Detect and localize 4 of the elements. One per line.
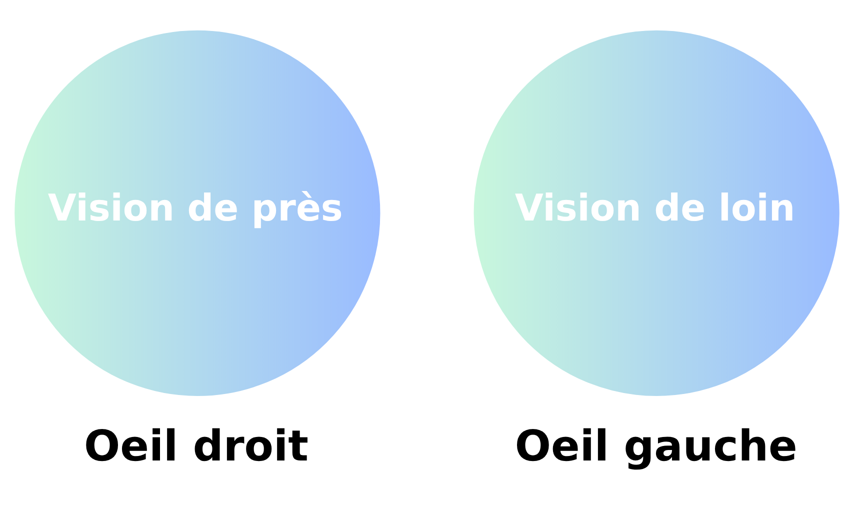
node-circle: Vision de près <box>13 28 382 397</box>
node-label: Oeil droit <box>84 422 308 471</box>
node-label: Oeil gauche <box>514 422 798 471</box>
node-circle: Vision de loin <box>472 28 841 397</box>
